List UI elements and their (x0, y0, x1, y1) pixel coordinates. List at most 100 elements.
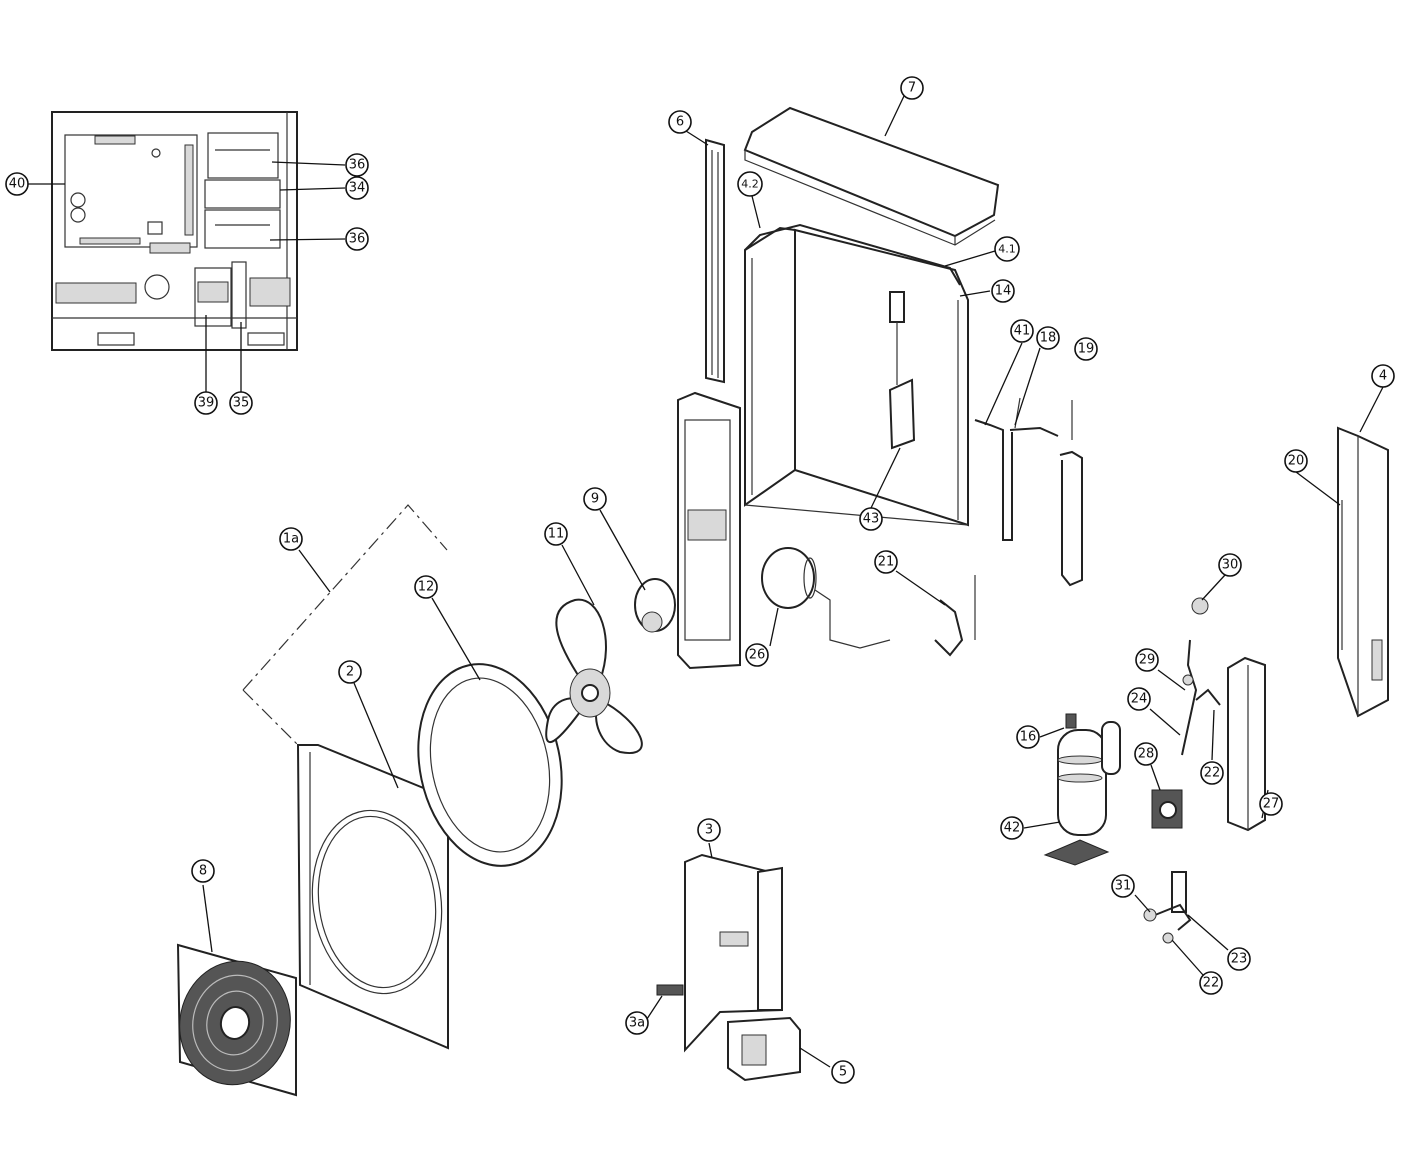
svg-text:21: 21 (878, 555, 895, 570)
svg-text:8: 8 (199, 864, 207, 879)
handle (656, 984, 684, 996)
control-box (51, 111, 298, 351)
pipe-assemblies (974, 397, 1083, 587)
top-cover (743, 106, 1000, 246)
fan-enclosure-outline (242, 504, 448, 746)
callout-3a: 3a (625, 1011, 649, 1035)
svg-text:26: 26 (749, 648, 766, 663)
svg-text:20: 20 (1288, 454, 1305, 469)
compressor (1043, 713, 1121, 866)
svg-text:42: 42 (1004, 821, 1021, 836)
svg-text:30: 30 (1222, 558, 1239, 573)
callout-14: 14 (991, 279, 1015, 303)
svg-text:4.2: 4.2 (741, 178, 759, 191)
callout-16: 16 (1016, 725, 1040, 749)
svg-text:18: 18 (1040, 331, 1057, 346)
service-panel (684, 853, 783, 1053)
callout-6: 6 (668, 110, 692, 134)
coil-assembly (744, 223, 969, 527)
svg-text:4: 4 (1379, 369, 1387, 384)
svg-text:7: 7 (908, 81, 916, 96)
callout-36-bottom: 36 (345, 227, 369, 251)
callout-41: 41 (1010, 319, 1034, 343)
svg-text:2: 2 (346, 665, 354, 680)
callout-26: 26 (745, 643, 769, 667)
callout-42: 42 (1000, 816, 1024, 840)
svg-text:4.1: 4.1 (998, 243, 1016, 256)
callout-4-1: 4.1 (994, 236, 1020, 262)
callout-24: 24 (1127, 687, 1151, 711)
liquid-receiver (761, 547, 891, 649)
callout-23: 23 (1227, 947, 1251, 971)
valve-cluster (1143, 871, 1192, 944)
callout-34: 34 (345, 176, 369, 200)
callout-28: 28 (1134, 742, 1158, 766)
fan-grille (176, 943, 297, 1097)
svg-text:6: 6 (676, 115, 684, 130)
leader-lines (28, 95, 1384, 1068)
callout-36-top: 36 (345, 153, 369, 177)
callout-7: 7 (900, 76, 924, 100)
svg-text:43: 43 (863, 512, 880, 527)
expansion-valve (934, 575, 976, 657)
callout-21: 21 (874, 550, 898, 574)
svg-text:5: 5 (839, 1065, 847, 1080)
svg-text:11: 11 (548, 527, 565, 542)
svg-text:34: 34 (349, 181, 366, 196)
svg-text:41: 41 (1014, 324, 1031, 339)
fan-blade (545, 598, 643, 755)
callout-43: 43 (859, 507, 883, 531)
svg-text:16: 16 (1020, 730, 1037, 745)
svg-text:19: 19 (1078, 342, 1095, 357)
callout-12: 12 (414, 575, 438, 599)
fan-shroud-ring (417, 663, 563, 867)
fan-motor (634, 578, 676, 633)
plate-heat-exchanger (1227, 656, 1266, 832)
callout-4-2: 4.2 (737, 171, 763, 197)
callout-9: 9 (583, 487, 607, 511)
svg-text:39: 39 (198, 396, 215, 411)
front-panel (296, 744, 449, 1050)
svg-text:1a: 1a (283, 532, 299, 547)
callout-19: 19 (1074, 337, 1098, 361)
svg-text:24: 24 (1131, 692, 1148, 707)
svg-text:9: 9 (591, 492, 599, 507)
svg-text:23: 23 (1231, 952, 1248, 967)
svg-text:22: 22 (1204, 766, 1221, 781)
callout-8: 8 (191, 859, 215, 883)
callout-11: 11 (544, 522, 568, 546)
callout-39: 39 (194, 391, 218, 415)
right-side-panel (1337, 426, 1389, 718)
svg-text:14: 14 (995, 284, 1012, 299)
callout-22-lower: 22 (1199, 971, 1223, 995)
svg-text:12: 12 (418, 580, 435, 595)
callout-27: 27 (1259, 792, 1283, 816)
callout-30: 30 (1218, 553, 1242, 577)
callout-18: 18 (1036, 326, 1060, 350)
callout-2: 2 (338, 660, 362, 684)
callout-29: 29 (1135, 648, 1159, 672)
water-pipe-fittings (1181, 597, 1221, 756)
side-post (705, 138, 725, 384)
svg-text:28: 28 (1138, 747, 1155, 762)
svg-text:29: 29 (1139, 653, 1156, 668)
svg-text:3: 3 (705, 823, 713, 838)
callout-40: 40 (5, 172, 29, 196)
circulation-pump (1151, 789, 1183, 829)
svg-text:27: 27 (1263, 797, 1280, 812)
svg-text:40: 40 (9, 177, 26, 192)
callout-31: 31 (1111, 874, 1135, 898)
callout-20: 20 (1284, 449, 1308, 473)
callout-1a: 1a (279, 527, 303, 551)
corner-panel (727, 1016, 801, 1082)
callout-4: 4 (1371, 364, 1395, 388)
callout-35: 35 (229, 391, 253, 415)
motor-support-bracket (677, 391, 741, 670)
svg-text:31: 31 (1115, 879, 1132, 894)
svg-text:36: 36 (349, 158, 366, 173)
svg-text:35: 35 (233, 396, 250, 411)
callout-3: 3 (697, 818, 721, 842)
svg-text:3a: 3a (629, 1016, 645, 1031)
svg-text:36: 36 (349, 232, 366, 247)
